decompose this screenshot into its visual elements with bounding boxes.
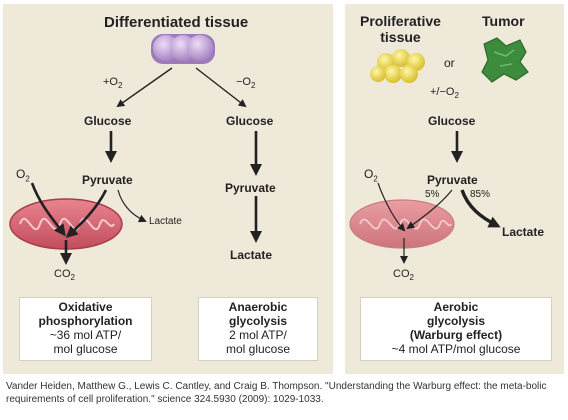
o2-label-warburg: O2 bbox=[364, 167, 378, 184]
pyruvate-label-oxphos: Pyruvate bbox=[82, 173, 133, 187]
lactate-label-oxphos: Lactate bbox=[149, 216, 182, 227]
lactate-label-anaerobic: Lactate bbox=[230, 248, 273, 262]
mitochondrion-icon bbox=[9, 198, 123, 250]
pct-mitochondria-label: 5% bbox=[425, 189, 440, 200]
minus-o2-label: −O2 bbox=[236, 76, 256, 91]
plus-minus-o2-label: +/−O2 bbox=[430, 86, 459, 101]
tumor-icon bbox=[481, 37, 529, 83]
oxphos-summary-box: Oxidative phosphorylation ~36 mol ATP/ m… bbox=[19, 297, 152, 361]
arrow-aerobic-branch bbox=[116, 67, 173, 108]
arrow-pyruvate-to-lactate-minor bbox=[117, 189, 147, 223]
or-label: or bbox=[444, 56, 455, 70]
tumor-title: Tumor bbox=[482, 13, 525, 29]
co2-label-warburg: CO2 bbox=[393, 268, 414, 283]
anaerobic-summary-box: Anaerobic glycolysis 2 mol ATP/ mol gluc… bbox=[198, 297, 318, 361]
warburg-summary-box: Aerobic glycolysis (Warburg effect) ~4 m… bbox=[360, 297, 552, 361]
glucose-label-warburg: Glucose bbox=[428, 114, 476, 128]
co2-label-oxphos: CO2 bbox=[54, 268, 75, 283]
arrow-o2-to-mitochondrion bbox=[30, 182, 66, 237]
glucose-label-anaerobic: Glucose bbox=[226, 114, 274, 128]
pyruvate-label-anaerobic: Pyruvate bbox=[225, 181, 276, 195]
proliferative-cells-icon bbox=[370, 49, 425, 83]
differentiated-tissue-title: Differentiated tissue bbox=[104, 14, 249, 31]
plus-o2-label: +O2 bbox=[103, 76, 123, 91]
pct-lactate-label: 85% bbox=[470, 189, 491, 200]
lactate-label-warburg: Lactate bbox=[502, 225, 545, 239]
proliferative-tissue-title: Proliferative tissue bbox=[360, 13, 441, 45]
differentiated-cells-icon bbox=[151, 34, 215, 64]
arrow-anaerobic-branch bbox=[195, 67, 247, 108]
right-mitochondrion-icon bbox=[349, 199, 455, 249]
pyruvate-label-warburg: Pyruvate bbox=[427, 173, 478, 187]
o2-label-oxphos: O2 bbox=[16, 167, 30, 184]
arrow-pyruvate-to-mitochondrion bbox=[65, 189, 108, 239]
citation-text: Vander Heiden, Matthew G., Lewis C. Cant… bbox=[6, 381, 547, 405]
arrow-right-o2-to-mitochondrion bbox=[377, 182, 406, 232]
arrow-right-pyruvate-to-lactate-major bbox=[460, 189, 501, 228]
glucose-label-oxphos: Glucose bbox=[84, 114, 132, 128]
arrow-right-pyruvate-to-mitochondrion bbox=[406, 189, 453, 230]
